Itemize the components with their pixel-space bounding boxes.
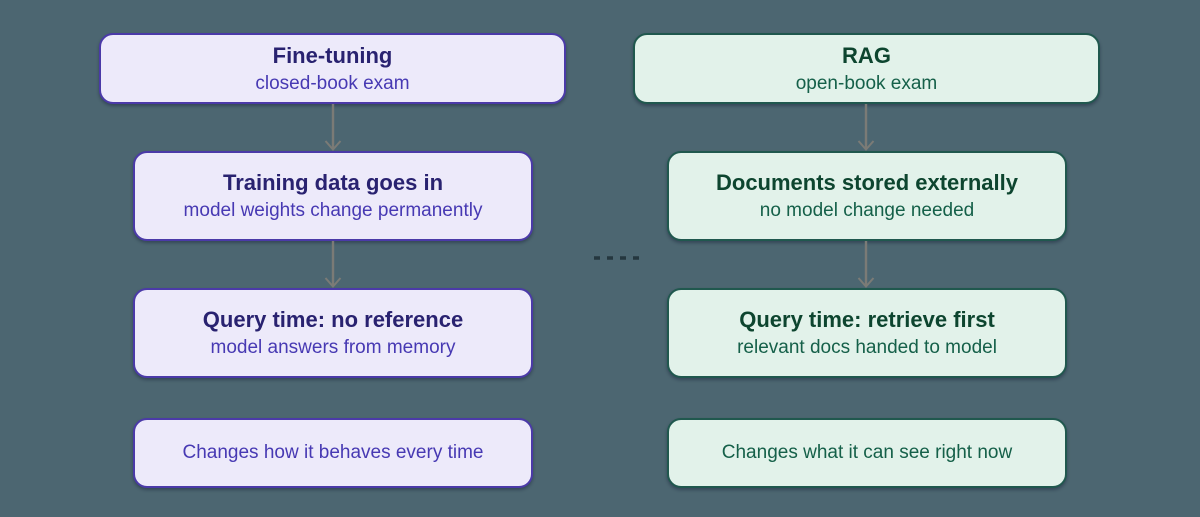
- fine-tuning-header-box: Fine-tuning closed-book exam: [99, 33, 566, 104]
- rag-subtitle: open-book exam: [795, 72, 938, 94]
- down-arrow-icon: [324, 241, 342, 288]
- step-title: Query time: no reference: [202, 307, 464, 332]
- step-subtitle: model weights change permanently: [183, 200, 483, 221]
- rag-header-box: RAG open-book exam: [633, 33, 1100, 104]
- dashed-divider: [594, 256, 642, 260]
- fine-tuning-subtitle: closed-book exam: [255, 72, 410, 94]
- rag-footer-box: Changes what it can see right now: [667, 418, 1067, 488]
- step-title: Training data goes in: [222, 170, 444, 195]
- fine-tuning-step1-box: Training data goes in model weights chan…: [133, 151, 533, 241]
- step-title: Documents stored externally: [716, 170, 1018, 195]
- step-subtitle: relevant docs handed to model: [737, 337, 997, 358]
- rag-step2-box: Query time: retrieve first relevant docs…: [667, 288, 1067, 378]
- step-subtitle: no model change needed: [759, 200, 975, 221]
- down-arrow-icon: [857, 104, 875, 151]
- down-arrow-icon: [857, 241, 875, 288]
- down-arrow-icon: [324, 104, 342, 151]
- fine-tuning-step2-box: Query time: no reference model answers f…: [133, 288, 533, 378]
- rag-step1-box: Documents stored externally no model cha…: [667, 151, 1067, 241]
- step-title: Query time: retrieve first: [739, 307, 995, 332]
- step-subtitle: model answers from memory: [210, 337, 456, 358]
- rag-title: RAG: [842, 42, 891, 68]
- footer-text: Changes how it behaves every time: [182, 442, 484, 463]
- fine-tuning-title: Fine-tuning: [272, 42, 393, 68]
- footer-text: Changes what it can see right now: [721, 442, 1013, 463]
- fine-tuning-footer-box: Changes how it behaves every time: [133, 418, 533, 488]
